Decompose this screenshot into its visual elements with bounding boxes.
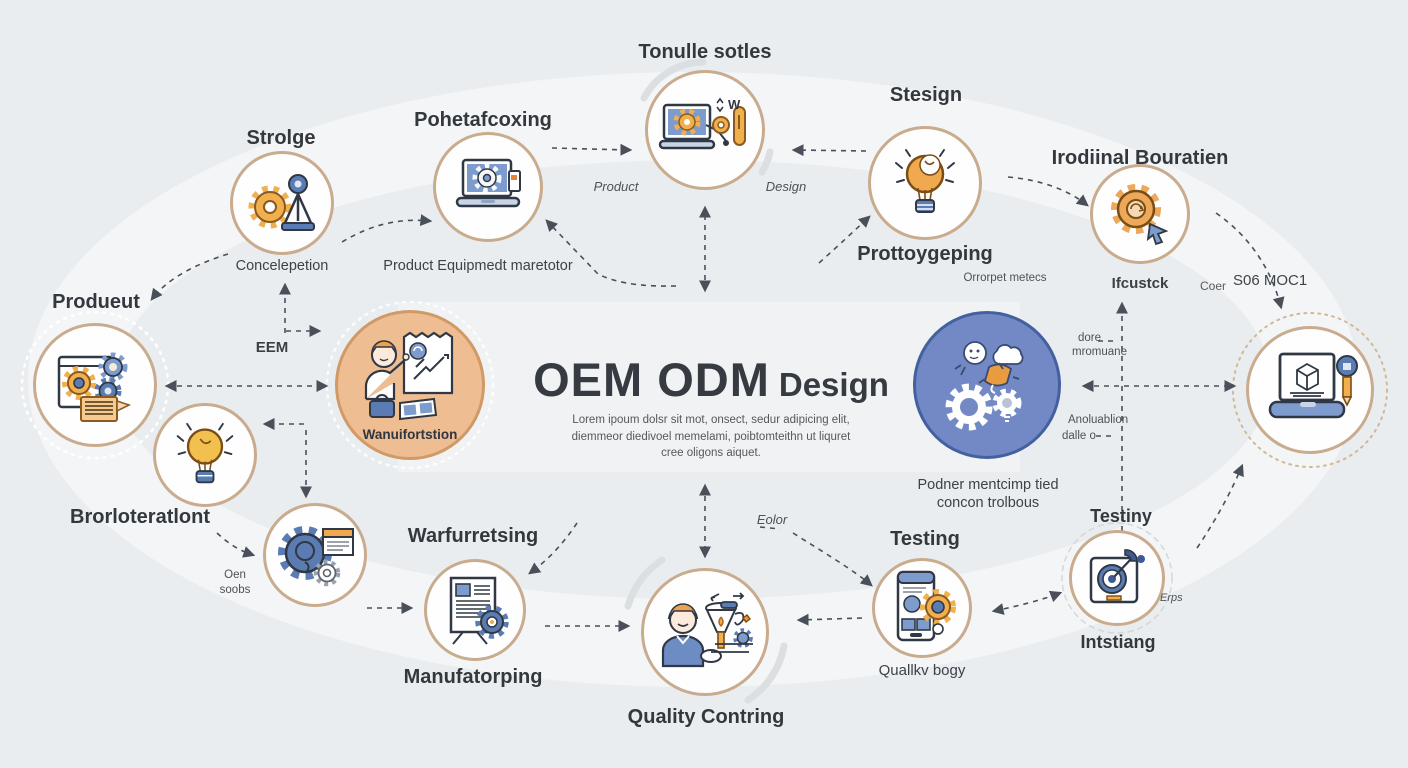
title-oem-odm: OEM ODM	[533, 353, 770, 406]
node-tonulle: W	[645, 70, 765, 190]
caption-podner-line2: concon trolbous	[936, 495, 1040, 511]
gear-cursor-icon	[1111, 184, 1169, 246]
title-design: Design	[778, 366, 889, 403]
caption-ifcustck: Ifcustck	[1111, 275, 1169, 292]
label-brorloteratlont: Brorloteratlont	[70, 506, 210, 528]
note-dore: dore	[1078, 332, 1102, 344]
phone-gear-icon	[896, 570, 956, 642]
person-funnel-icon	[661, 592, 753, 668]
label-wanuifortstion: Wanuifortstion	[362, 426, 458, 442]
label-prottoygeping: Prottoygeping	[857, 243, 993, 265]
gear-bulb-cloud-doodle-icon	[945, 341, 1024, 431]
body-line-1: Lorem ipoum dolsr sit mot, onsect, sedur…	[572, 414, 850, 426]
person-flipchart-icon	[364, 331, 454, 420]
lightbulb-icon	[176, 422, 234, 484]
gear-tripod-icon	[248, 174, 315, 231]
caption-product-equipment: Product Equipmedt maretotor	[383, 258, 573, 274]
label-quality-contring: Quality Contring	[627, 706, 785, 728]
caption-quallkv-bogy: Quallkv bogy	[878, 662, 966, 679]
center-body-text: Lorem ipoum dolsr sit mot, onsect, sedur…	[572, 412, 851, 462]
node-strolge	[230, 151, 334, 255]
body-line-3: cree oligons aiquet.	[661, 447, 761, 460]
label-testiny: Testiny	[1090, 506, 1152, 526]
label-intstiang: Intstiang	[1080, 632, 1156, 652]
label-testing: Testing	[890, 528, 960, 550]
node-quality	[641, 568, 769, 696]
blue-gear-window-icon	[278, 526, 354, 587]
node-manufatorping	[424, 559, 526, 661]
note-oen-soobs: Oen soobs	[220, 568, 251, 598]
node-testing-phone	[872, 558, 972, 658]
lightbulb-icon	[895, 149, 955, 213]
caption-podner-line1: Podner mentcimp tied	[917, 477, 1059, 493]
caption-concelepetion: Concelepetion	[235, 258, 329, 274]
label-produeut: Produeut	[52, 291, 140, 313]
laptop-config-icon: W	[658, 97, 746, 150]
icon-letter: W	[728, 97, 741, 112]
node-stesign	[868, 126, 982, 240]
label-stesign: Stesign	[889, 84, 963, 106]
note-erps: Erps	[1160, 592, 1183, 604]
document-gear-icon	[449, 576, 509, 645]
note-mromuane: mromuane	[1072, 346, 1127, 358]
note-eem: EEM	[255, 339, 289, 356]
label-tonulle-sotles: Tonulle sotles	[638, 41, 772, 63]
body-line-2: diemmeor diedivoel memelami, poibtomteit…	[571, 430, 851, 443]
target-pin-icon	[1089, 549, 1145, 604]
laptop-gear-icon	[455, 158, 521, 208]
note-anoluablion: Anoluablion	[1068, 414, 1129, 426]
note-eolor: Eolor	[756, 512, 788, 527]
node-testiny-target	[1069, 530, 1165, 626]
node-produeut	[33, 323, 157, 447]
node-irodiinal	[1090, 164, 1190, 264]
node-collaboration	[913, 311, 1061, 459]
label-manufatorping: Manufatorping	[403, 666, 543, 688]
laptop-cube-pencil-icon	[1268, 352, 1358, 419]
node-brorloteratlont	[153, 403, 257, 507]
note-dalle-o: dalle o	[1062, 430, 1096, 442]
note-s06-moc1: S06 MOC1	[1233, 272, 1308, 289]
note-orrorpet-metecs: Orrorpet metecs	[963, 272, 1047, 284]
node-oem-gear	[263, 503, 367, 607]
note-oen: Oen	[224, 569, 246, 581]
node-pohetafcoxing	[433, 132, 543, 242]
note-design: Design	[765, 179, 807, 194]
document-gears-icon	[57, 352, 132, 422]
label-strolge: Strolge	[246, 127, 316, 149]
label-warfurretsing: Warfurretsing	[407, 525, 539, 547]
node-design-station	[1246, 326, 1374, 454]
note-product: Product	[593, 179, 639, 194]
note-coer: Coer	[1200, 279, 1227, 293]
note-soobs: soobs	[219, 583, 251, 596]
label-irodiinal-bouratien: Irodiinal Bouratien	[1051, 147, 1229, 169]
label-pohetafcoxing: Pohetafcoxing	[414, 109, 552, 131]
node-wanuifortstion: Wanuifortstion	[335, 310, 485, 460]
